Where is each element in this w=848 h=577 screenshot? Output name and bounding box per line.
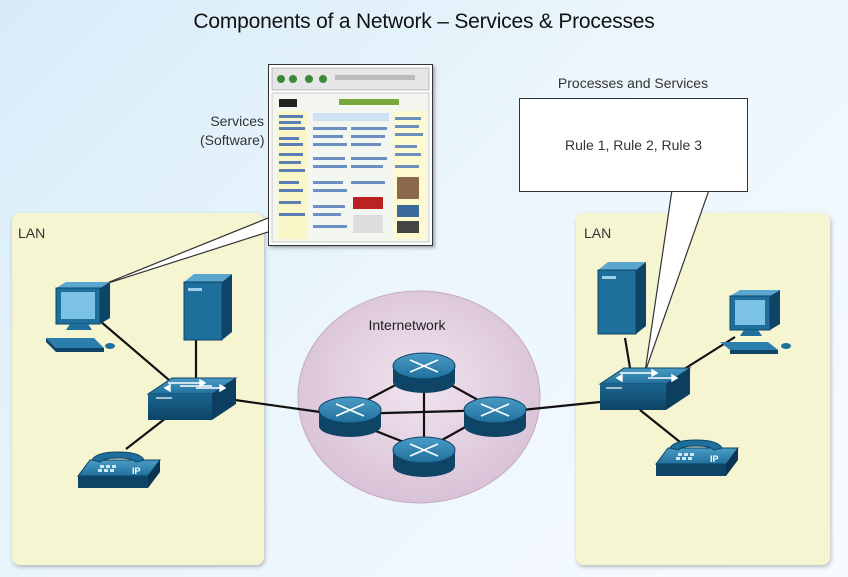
router-top-icon (392, 352, 456, 393)
lan-left-label: LAN (18, 225, 46, 241)
rules-callout-box: Rule 1, Rule 2, Rule 3 (519, 98, 748, 192)
switch-right-icon (598, 367, 692, 410)
webpage-screenshot-graphic (269, 65, 432, 245)
processes-callout-pointer (644, 189, 710, 373)
server-right-icon (597, 262, 646, 335)
router-right-icon (463, 396, 527, 437)
router-left-icon (318, 396, 382, 437)
server-left-icon (183, 274, 232, 341)
ip-phone-right-icon: IP (655, 439, 739, 476)
pc-right-icon (720, 290, 791, 354)
services-label-line1: Services (210, 113, 264, 129)
services-label-line2: (Software) (200, 132, 265, 148)
internetwork-label: Internetwork (368, 317, 446, 333)
ip-phone-left-icon: IP (77, 451, 161, 488)
lan-right-label: LAN (584, 225, 612, 241)
processes-label: Processes and Services (557, 75, 709, 91)
services-webpage-thumbnail (268, 64, 433, 246)
ip-phone-left-label: IP (132, 466, 141, 476)
internetwork-cloud (297, 290, 541, 504)
router-bottom-icon (392, 436, 456, 477)
rules-text: Rule 1, Rule 2, Rule 3 (565, 137, 702, 153)
services-label: Services (Software) (200, 112, 265, 150)
pc-left-icon (46, 282, 115, 352)
switch-left-icon (146, 377, 238, 420)
diagram-title: Components of a Network – Services & Pro… (193, 10, 655, 33)
ip-phone-right-label: IP (710, 454, 719, 464)
